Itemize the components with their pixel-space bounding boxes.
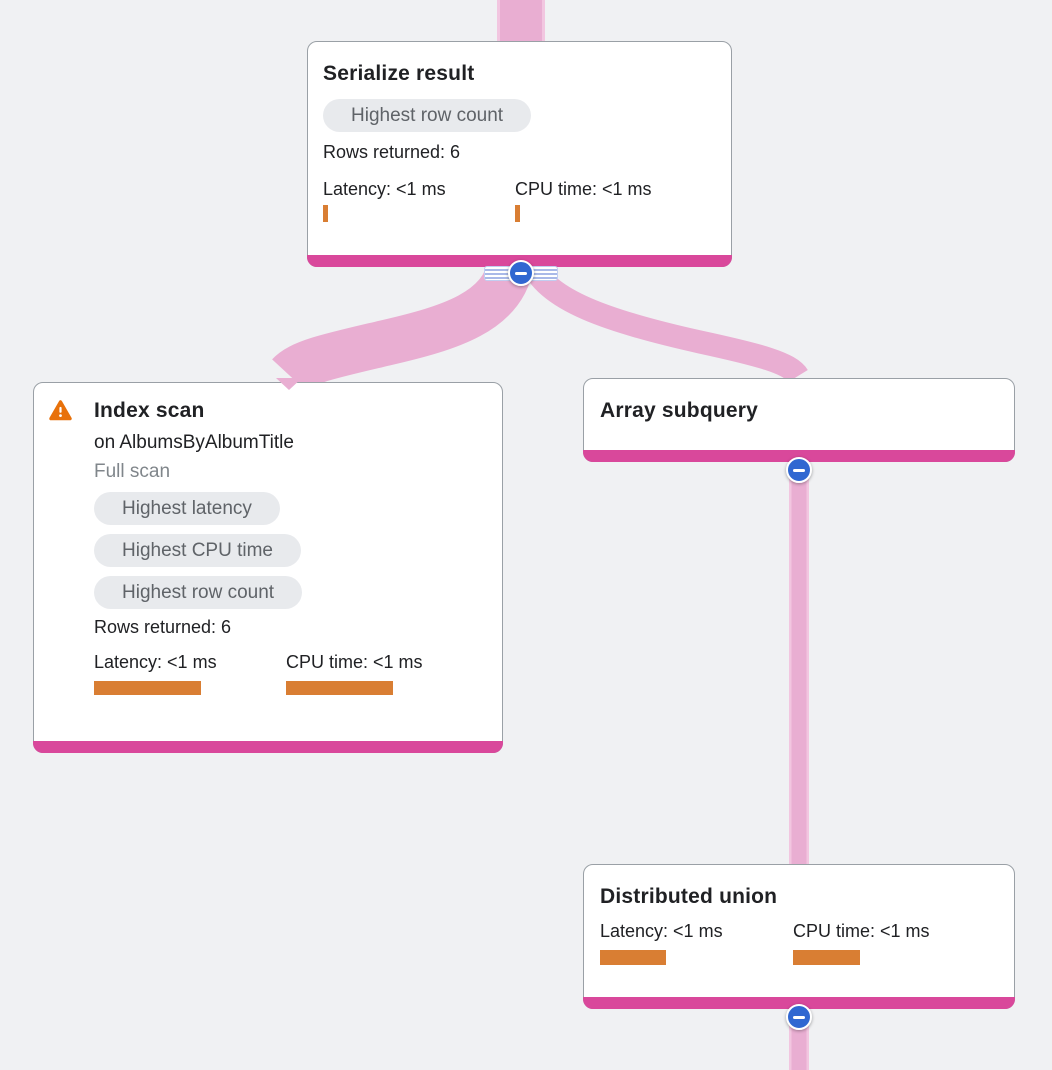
minus-icon [793,1015,805,1019]
badge-highest-row-count: Highest row count [94,576,303,609]
latency-label: Latency: <1 ms [94,652,217,672]
cpu-label: CPU time: <1 ms [793,921,930,941]
latency-metric: Latency: <1 ms [323,179,515,222]
node-title: Index scan [94,399,205,422]
full-scan-note: Full scan [94,461,171,482]
cpu-bar [793,950,860,965]
node-title: Distributed union [600,885,778,908]
edge-array-subquery-to-distributed-union [789,458,809,864]
minus-icon [515,271,527,275]
cpu-bar [515,205,520,222]
edge-serialize-to-index-scan [272,257,534,392]
node-distributed-union[interactable]: Distributed union Latency: <1 ms CPU tim… [583,864,1015,1009]
latency-bar [600,950,666,965]
badge-highest-cpu-time: Highest CPU time [94,534,301,567]
node-serialize-result[interactable]: Serialize result Highest row count Rows … [307,41,732,267]
latency-label: Latency: <1 ms [323,179,446,199]
rows-returned: Rows returned: 6 [94,617,232,637]
warning-icon [49,400,72,426]
collapse-button-serialize-result[interactable] [508,260,534,286]
cpu-metric: CPU time: <1 ms [793,921,986,965]
node-array-subquery[interactable]: Array subquery [583,378,1015,462]
collapse-button-distributed-union[interactable] [786,1004,812,1030]
edge-root-to-serialize [497,0,545,44]
node-accent-bar [33,741,503,753]
minus-icon [793,468,805,472]
node-subtitle: on AlbumsByAlbumTitle [94,432,294,453]
node-title: Array subquery [600,399,759,422]
cpu-bar [286,681,393,695]
latency-label: Latency: <1 ms [600,921,723,941]
cpu-label: CPU time: <1 ms [515,179,652,199]
node-accent-bar [583,450,1015,462]
rows-returned: Rows returned: 6 [323,142,461,162]
node-accent-bar [583,997,1015,1009]
node-index-scan[interactable]: Index scan on AlbumsByAlbumTitle Full sc… [33,382,503,753]
badge-highest-latency: Highest latency [94,492,280,525]
edge-serialize-to-array-subquery [521,258,808,384]
latency-bar [323,205,328,222]
badge-highest-row-count: Highest row count [323,99,532,132]
latency-bar [94,681,201,695]
latency-metric: Latency: <1 ms [94,652,286,695]
collapse-button-array-subquery[interactable] [786,457,812,483]
latency-metric: Latency: <1 ms [600,921,793,965]
cpu-metric: CPU time: <1 ms [286,652,478,695]
cpu-label: CPU time: <1 ms [286,652,423,672]
cpu-metric: CPU time: <1 ms [515,179,707,222]
node-title: Serialize result [323,62,475,85]
